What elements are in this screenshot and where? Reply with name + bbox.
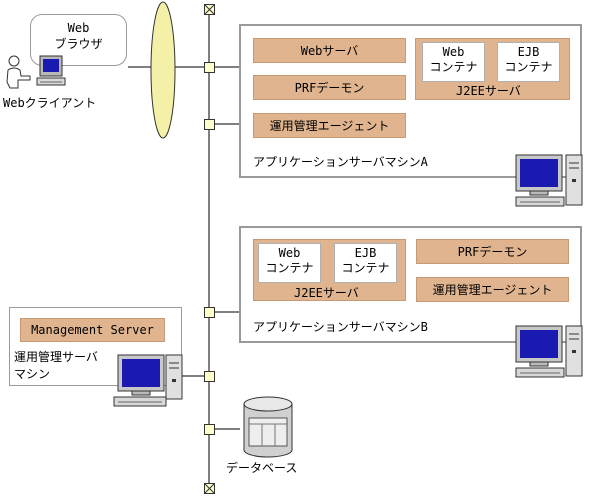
network-node-agent-a bbox=[204, 119, 215, 130]
database-label: データベース bbox=[226, 461, 298, 475]
app-server-machine-a-label: アプリケーションサーバマシンA bbox=[253, 155, 428, 169]
web-container-b-line1: Web bbox=[278, 246, 301, 260]
network-terminator-bottom bbox=[204, 483, 215, 494]
ejb-container-b-line2: コンテナ bbox=[341, 261, 390, 275]
computer-icon-management bbox=[113, 354, 183, 407]
agent-box-a: 運用管理エージェント bbox=[253, 113, 406, 138]
ejb-container-a-line1: EJB bbox=[517, 45, 540, 59]
web-container-a-line2: コンテナ bbox=[429, 60, 478, 74]
web-container-a: Web コンテナ bbox=[422, 42, 485, 82]
web-browser-label-line1: Web bbox=[67, 21, 90, 35]
firewall-ellipse bbox=[150, 1, 176, 139]
network-node-mgmt bbox=[204, 371, 215, 382]
web-browser-bubble: Web ブラウザ bbox=[30, 14, 127, 66]
prf-daemon-box-a: PRFデーモン bbox=[253, 75, 406, 100]
ejb-container-b-line1: EJB bbox=[354, 246, 377, 260]
ejb-container-a: EJB コンテナ bbox=[497, 42, 560, 82]
management-machine-label-line2: マシン bbox=[14, 367, 51, 381]
agent-box-b: 運用管理エージェント bbox=[416, 277, 569, 302]
prf-daemon-box-b: PRFデーモン bbox=[416, 239, 569, 264]
computer-icon-b bbox=[515, 325, 583, 378]
ejb-container-a-line2: コンテナ bbox=[504, 60, 553, 74]
management-machine-label-line1: 運用管理サーバ bbox=[14, 350, 98, 364]
app-server-machine-b-label: アプリケーションサーバマシンB bbox=[253, 320, 428, 334]
management-server-box: Management Server bbox=[20, 318, 165, 342]
j2ee-server-a-label: J2EEサーバ bbox=[456, 84, 521, 98]
web-container-a-line1: Web bbox=[442, 45, 465, 59]
network-terminator-top bbox=[204, 4, 215, 15]
network-node-b bbox=[204, 307, 215, 318]
web-client-user-icon bbox=[6, 55, 66, 89]
web-client-label: Webクライアント bbox=[3, 96, 97, 110]
network-node-web bbox=[204, 62, 215, 73]
ejb-container-b: EJB コンテナ bbox=[334, 243, 397, 283]
j2ee-server-b-label: J2EEサーバ bbox=[294, 286, 359, 300]
computer-icon-a bbox=[515, 154, 583, 207]
network-node-db bbox=[204, 424, 215, 435]
web-container-b: Web コンテナ bbox=[258, 243, 321, 283]
web-server-box: Webサーバ bbox=[253, 38, 406, 63]
web-container-b-line2: コンテナ bbox=[265, 261, 314, 275]
database-icon bbox=[243, 396, 293, 458]
web-browser-label-line2: ブラウザ bbox=[54, 37, 103, 51]
